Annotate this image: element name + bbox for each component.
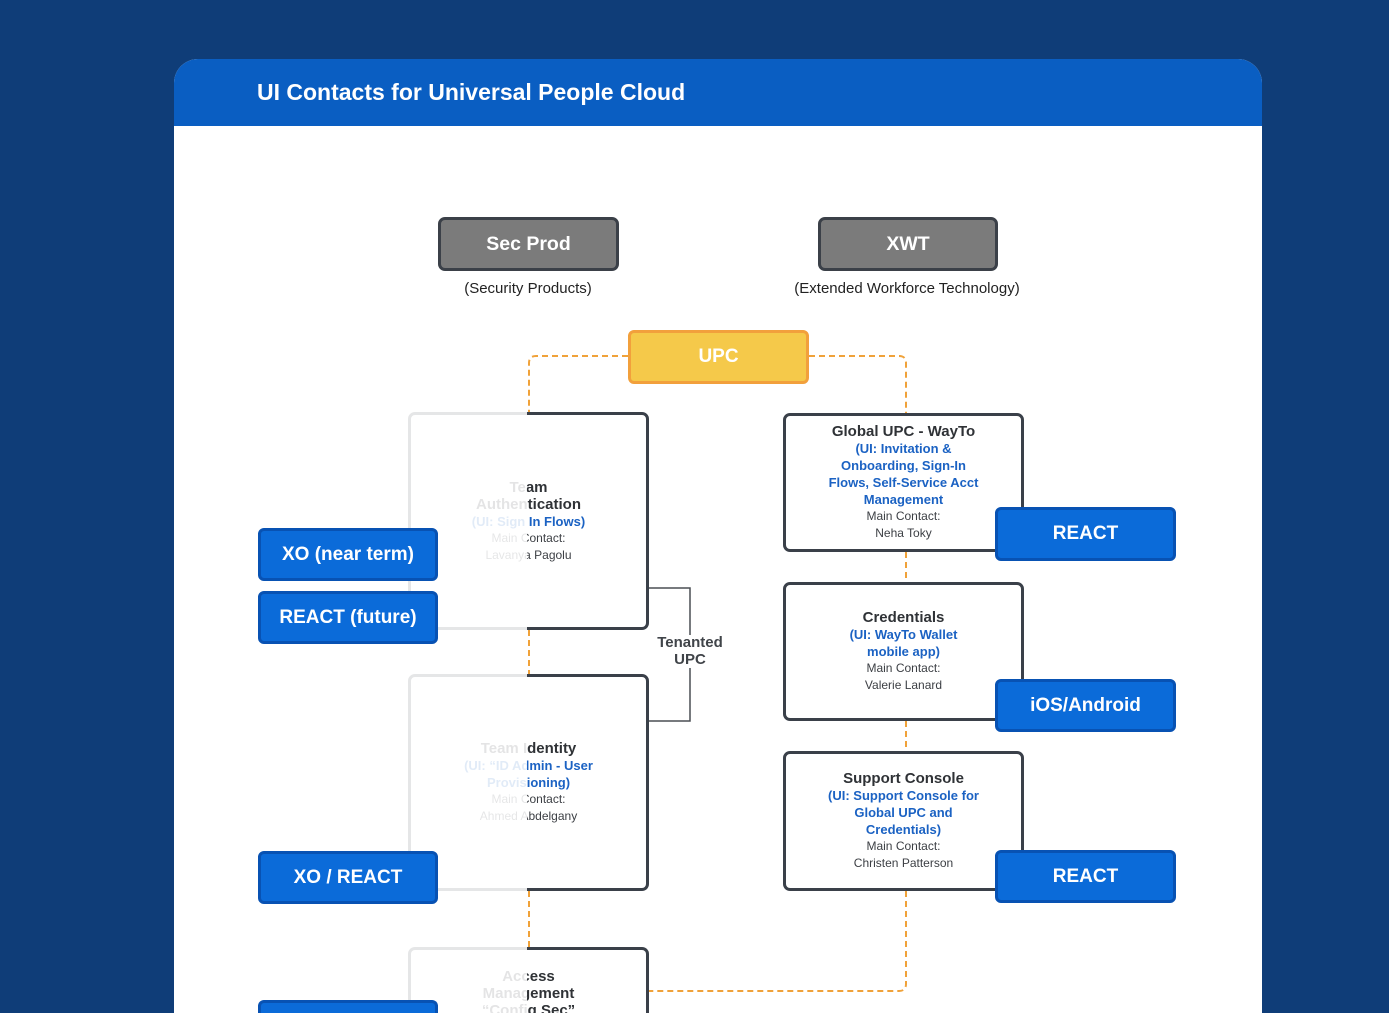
connector-upc-to-team-authentication	[528, 355, 628, 413]
box-ui-line: Credentials)	[865, 822, 942, 837]
org-box-sec-prod: Sec Prod	[438, 217, 619, 271]
tech-tag-react-global-upc: REACT	[995, 507, 1176, 561]
org-subtitle-sec-prod: (Security Products)	[464, 280, 592, 297]
tenanted-label-line: UPC	[674, 650, 706, 668]
org-subtitle-xwt: (Extended Workforce Technology)	[794, 280, 1020, 297]
box-title-line: Support Console	[843, 770, 964, 787]
tech-tag-react-future: REACT (future)	[258, 591, 438, 644]
box-title-line: Credentials	[862, 609, 945, 626]
contact-label: Main Contact:	[866, 509, 941, 523]
contact-label: Main Contact:	[866, 661, 941, 675]
root-name: UPC	[698, 346, 739, 367]
team-box-global-upc: Global UPC - WayTo (UI: Invitation & Onb…	[783, 413, 1024, 552]
card-header: UI Contacts for Universal People Cloud	[174, 59, 1262, 126]
org-box-xwt: XWT	[818, 217, 998, 271]
contact-label: Main Contact:	[866, 839, 941, 853]
contact-name: Neha Toky	[875, 526, 932, 540]
connector-upc-to-global-upc	[809, 355, 907, 413]
root-box-upc: UPC	[628, 330, 809, 384]
box-ui-line: Flows, Self-Service Acct	[828, 475, 979, 490]
connector-support-console-to-access-management	[649, 891, 907, 992]
tech-tag-react-support-console: REACT	[995, 850, 1176, 903]
tenanted-upc-label: Tenanted UPC	[650, 634, 730, 668]
org-name: Sec Prod	[486, 232, 571, 255]
box-ui-line: Management	[863, 492, 944, 507]
page-title: UI Contacts for Universal People Cloud	[257, 79, 686, 105]
box-ui-line: (UI: WayTo Wallet	[849, 627, 958, 642]
box-title-line: Global UPC - WayTo	[831, 423, 976, 440]
box-ui-line: Global UPC and	[854, 805, 953, 820]
tech-tag-ios-android: iOS/Android	[995, 679, 1176, 732]
contact-name: Christen Patterson	[853, 856, 954, 870]
box-ui-line: (UI: Invitation &	[855, 441, 952, 456]
contact-name: Valerie Lanard	[864, 678, 943, 692]
team-box-support-console: Support Console (UI: Support Console for…	[783, 751, 1024, 891]
box-ui-line: mobile app)	[867, 644, 940, 659]
tech-tag-xo-react: XO / REACT	[258, 851, 438, 904]
team-box-credentials: Credentials (UI: WayTo Wallet mobile app…	[783, 582, 1024, 721]
org-name: XWT	[886, 232, 930, 255]
box-ui-line: (UI: Support Console for	[828, 788, 979, 803]
box-ui-line: Onboarding, Sign-In	[841, 458, 966, 473]
box-title-line: “Config Sec”	[481, 1002, 576, 1013]
tech-tag-access-management	[258, 1000, 438, 1013]
tech-tag-xo-near-term: XO (near term)	[258, 528, 438, 581]
tenanted-label-line: Tenanted	[657, 634, 723, 651]
